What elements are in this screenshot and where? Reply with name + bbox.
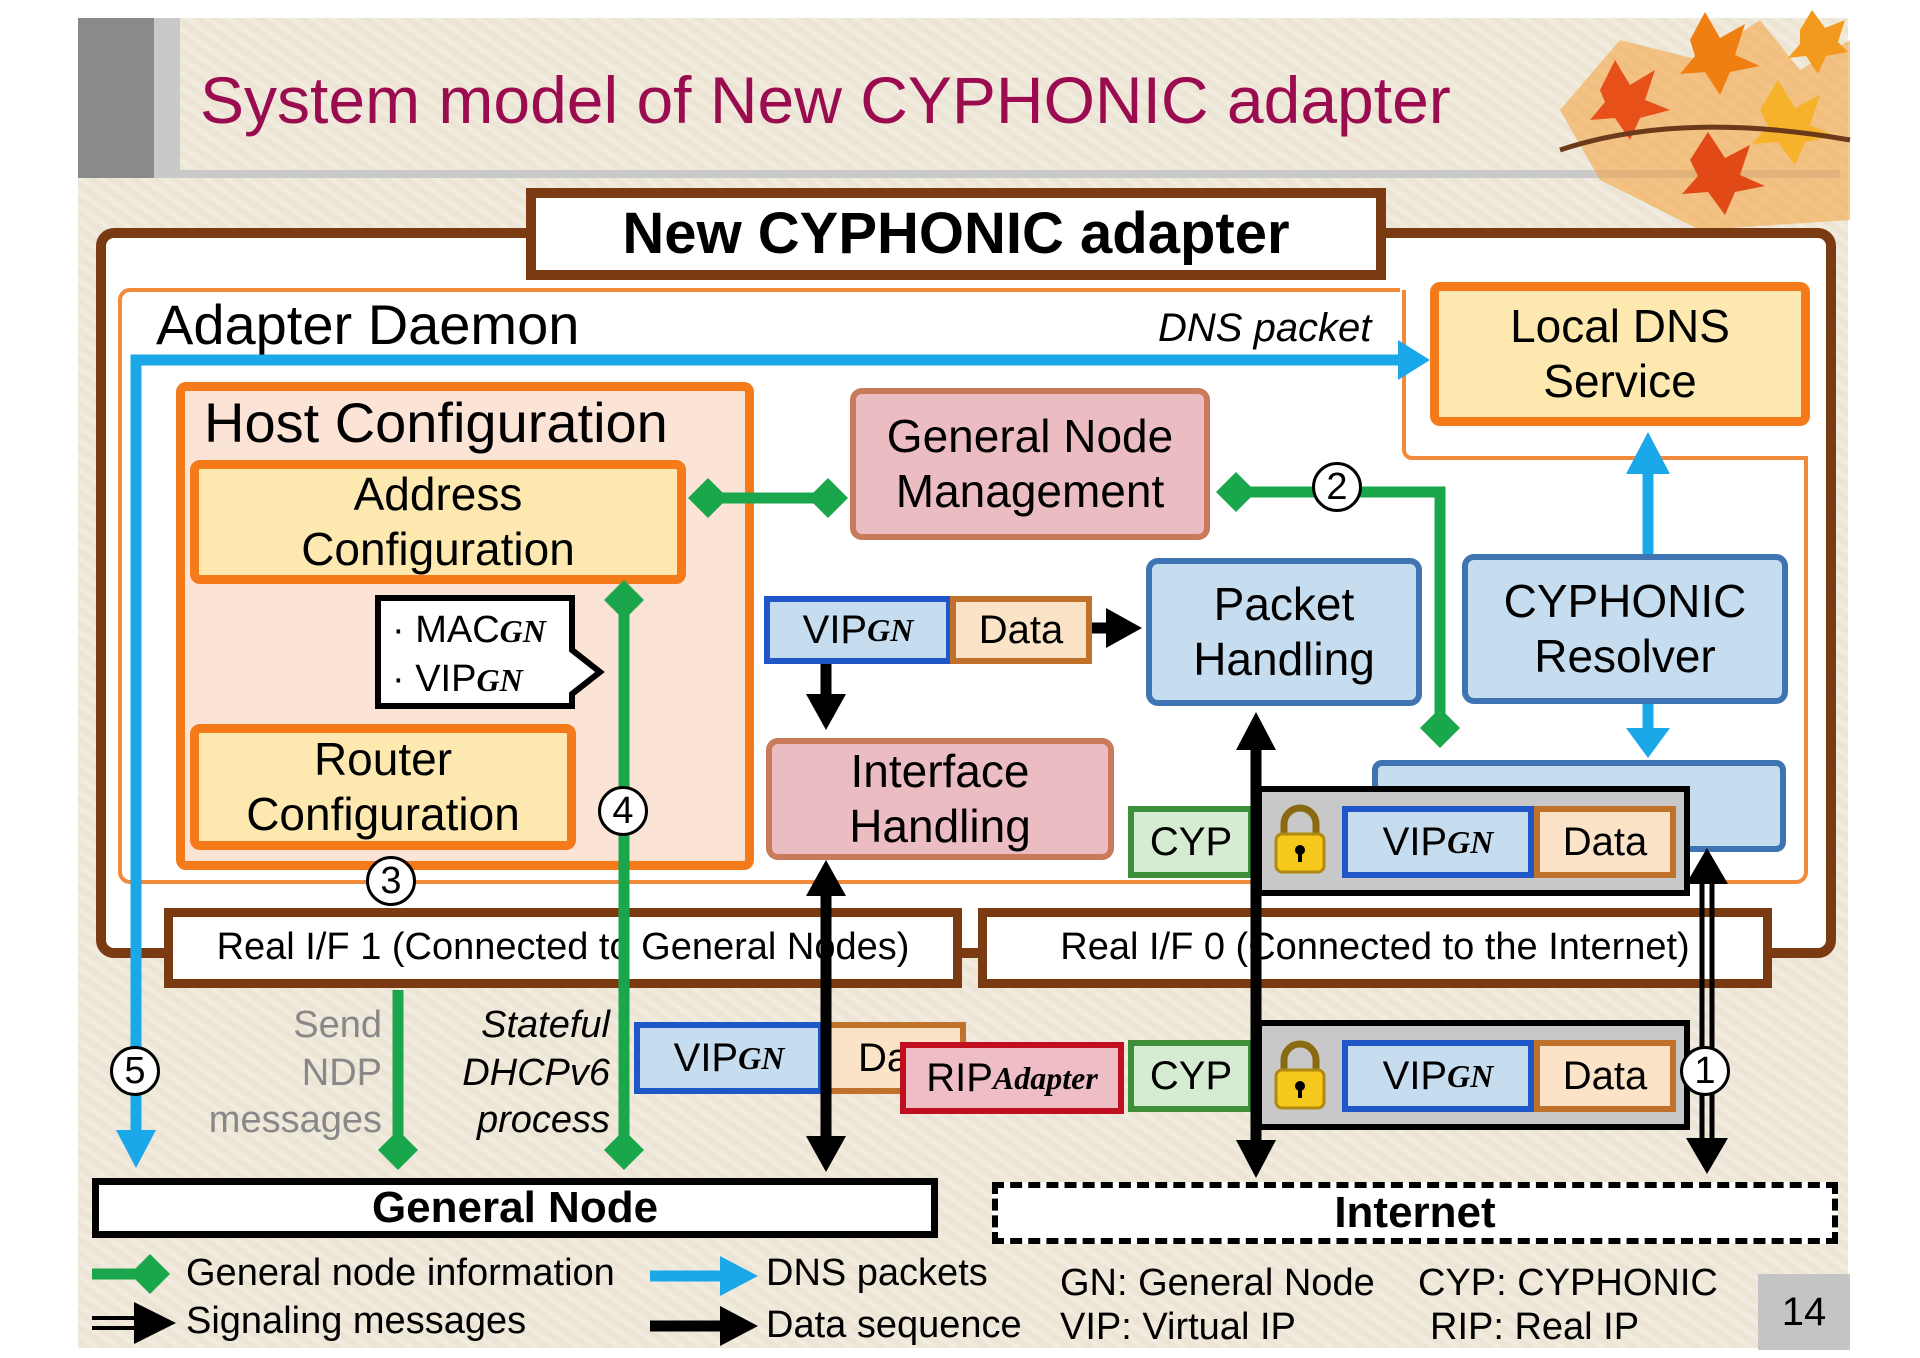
real-if-0: Real I/F 0 (Connected to the Internet): [978, 908, 1772, 988]
send-ndp-label: Send NDP messages: [208, 1004, 382, 1141]
title-accent-bar-light: [154, 18, 180, 178]
internet-box: Internet: [992, 1182, 1838, 1244]
title-accent-bar: [78, 18, 154, 178]
legend-dns-packets: DNS packets: [766, 1252, 988, 1294]
general-node-box: General Node: [92, 1178, 938, 1238]
slide-title: System model of New CYPHONIC adapter: [200, 63, 1451, 137]
lock-icon: [1272, 804, 1328, 874]
legend-vip: VIP: Virtual IP: [1060, 1306, 1296, 1348]
callout-mac: · MACGN: [392, 609, 546, 651]
step-4: 4: [598, 786, 648, 836]
data-tag-upper: Data: [950, 596, 1092, 664]
host-configuration-label: Host Configuration: [204, 391, 668, 454]
step-5: 5: [110, 1046, 160, 1096]
local-dns-service: Local DNS Service: [1430, 282, 1810, 426]
adapter-daemon-label: Adapter Daemon: [156, 293, 580, 356]
mac-vip-callout: · MACGN · VIPGN: [392, 606, 572, 705]
step-3: 3: [366, 856, 416, 906]
legend-data-sequence: Data sequence: [766, 1304, 1022, 1346]
general-node-management: General Node Management: [850, 388, 1210, 540]
page-number: 14: [1758, 1274, 1850, 1350]
legend-gn: GN: General Node: [1060, 1262, 1375, 1304]
callout-vip: · VIPGN: [392, 658, 523, 701]
interface-handling: Interface Handling: [766, 738, 1114, 860]
address-configuration: Address Configuration: [190, 460, 686, 584]
step-2: 2: [1312, 462, 1362, 512]
stateful-dhcpv6-label: Stateful DHCPv6 process: [462, 1004, 610, 1141]
data-tag-enc-lower: Data: [1534, 1040, 1676, 1112]
legend-general-info: General node information: [186, 1252, 615, 1294]
dns-packet-label: DNS packet: [1158, 306, 1372, 350]
dns-packet-arrow: [130, 354, 1400, 1130]
legend-cyp: CYP: CYPHONIC: [1418, 1262, 1718, 1304]
step-1: 1: [1680, 1046, 1730, 1096]
cyphonic-resolver: CYPHONIC Resolver: [1462, 554, 1788, 704]
data-tag-enc-upper: Data: [1534, 806, 1676, 878]
title-underline: [180, 170, 1840, 178]
legend-signaling: Signaling messages: [186, 1300, 527, 1342]
adapter-title: New CYPHONIC adapter: [526, 188, 1386, 280]
lock-icon: [1272, 1040, 1328, 1110]
legend-rip: RIP: Real IP: [1430, 1306, 1640, 1348]
packet-handling: Packet Handling: [1146, 558, 1422, 706]
router-configuration: Router Configuration: [190, 724, 576, 850]
